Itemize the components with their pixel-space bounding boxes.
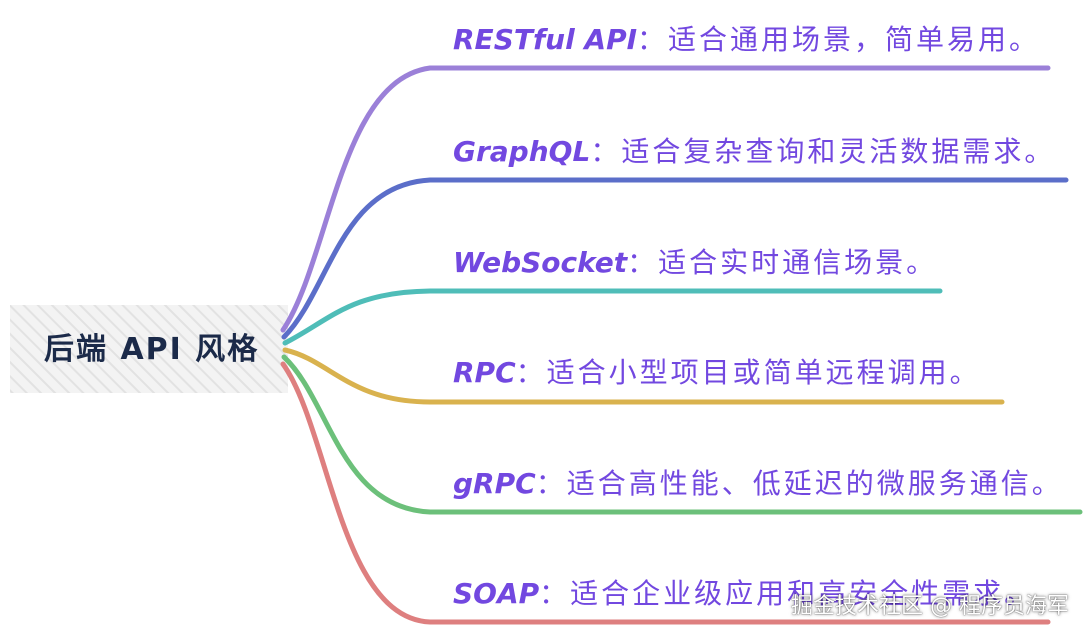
root-node-background (10, 305, 288, 393)
connector-grpc (281, 354, 1083, 515)
branch-node-grpc: gRPC：适合高性能、低延迟的微服务通信。 (453, 462, 1063, 502)
branch-node-rpc: RPC：适合小型项目或简单远程调用。 (453, 351, 981, 391)
branch-node-soap: SOAP：适合企业级应用和高安全性需求。 (453, 572, 1035, 612)
branch-description: ：适合实时通信场景。 (627, 246, 938, 279)
connector-graphql (281, 177, 1069, 340)
branch-description: ：适合小型项目或简单远程调用。 (515, 356, 981, 389)
branch-label: WebSocket (453, 246, 628, 279)
watermark: 掘金技术社区 @ 程序员海军 (791, 594, 1069, 619)
branch-label: gRPC (453, 467, 536, 500)
branch-label: RESTful API (453, 23, 638, 56)
connector-restful (280, 65, 1051, 333)
connector-websocket (282, 288, 943, 346)
branch-node-graphql: GraphQL：适合复杂查询和灵活数据需求。 (453, 130, 1055, 170)
branch-description: ：适合通用场景，简单易用。 (637, 23, 1041, 56)
branch-label: RPC (453, 356, 516, 389)
branch-label: GraphQL (453, 135, 591, 168)
branch-label: SOAP (453, 577, 540, 610)
branch-description: ：适合高性能、低延迟的微服务通信。 (535, 467, 1063, 500)
branch-description: ：适合企业级应用和高安全性需求。 (539, 577, 1036, 610)
branch-node-restful: RESTful API：适合通用场景，简单易用。 (453, 18, 1040, 58)
connector-soap (280, 361, 1051, 625)
branch-description: ：适合复杂查询和灵活数据需求。 (590, 135, 1056, 168)
connector-rpc (282, 347, 1005, 405)
root-node-label: 后端 API 风格 (44, 332, 260, 367)
branch-node-websocket: WebSocket：适合实时通信场景。 (453, 241, 937, 281)
